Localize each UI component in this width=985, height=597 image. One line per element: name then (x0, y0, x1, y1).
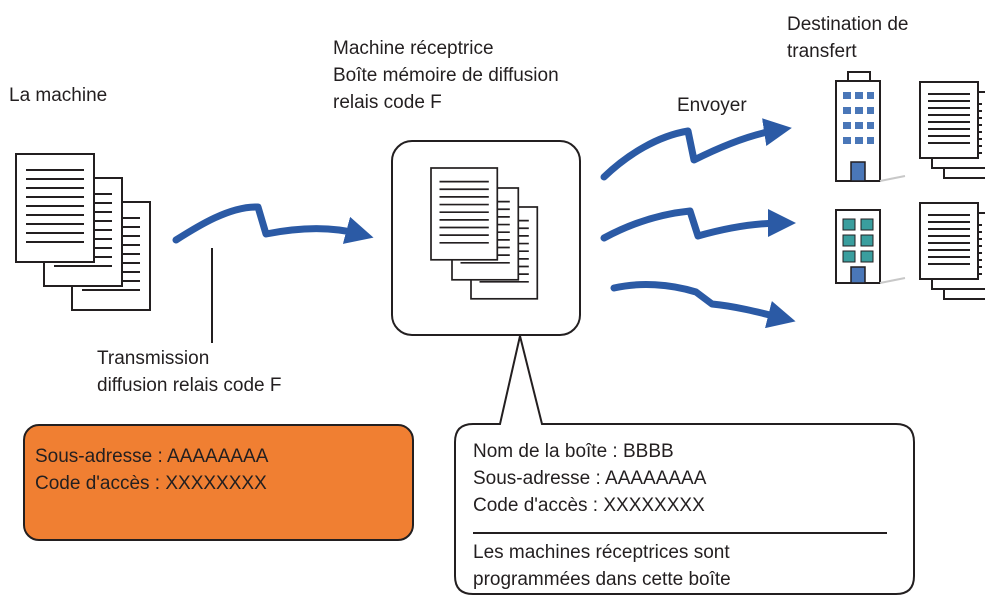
destination-document-stack-2-icon (919, 202, 985, 300)
office-building-icon (835, 71, 906, 182)
box-subaddress: Sous-adresse : AAAAAAAA (473, 468, 707, 489)
transmission-label-line1: Transmission (97, 348, 210, 369)
office-building-small-icon (835, 209, 906, 284)
send-arrow-3-icon (610, 281, 796, 329)
destination-document-stack-1-icon (919, 81, 985, 179)
source-machine-label: La machine (9, 85, 108, 106)
receiver-label-line1: Machine réceptrice (333, 38, 494, 59)
transmission-label-line2: diffusion relais code F (97, 375, 282, 396)
send-arrow-1-icon (600, 118, 792, 181)
receiver-label-line3: relais code F (333, 92, 442, 113)
sender-settings-box: Sous-adresse : AAAAAAAA Code d'accès : X… (23, 424, 414, 541)
send-label: Envoyer (677, 95, 747, 116)
box-info-callout (454, 335, 915, 595)
source-document-stack-icon (15, 153, 151, 311)
box-note-line2: programmées dans cette boîte (473, 569, 731, 590)
send-arrow-2-icon (600, 207, 796, 242)
destination-label-line2: transfert (787, 41, 857, 62)
sender-access-code: Code d'accès : XXXXXXXX (35, 473, 267, 494)
box-access-code: Code d'accès : XXXXXXXX (473, 495, 705, 516)
box-note-line1: Les machines réceptrices sont (473, 542, 730, 563)
box-name: Nom de la boîte : BBBB (473, 441, 674, 462)
receiver-label-line2: Boîte mémoire de diffusion (333, 65, 559, 86)
sender-subaddress: Sous-adresse : AAAAAAAA (35, 446, 269, 467)
destination-label-line1: Destination de (787, 14, 909, 35)
transmission-arrow-icon (172, 203, 374, 244)
